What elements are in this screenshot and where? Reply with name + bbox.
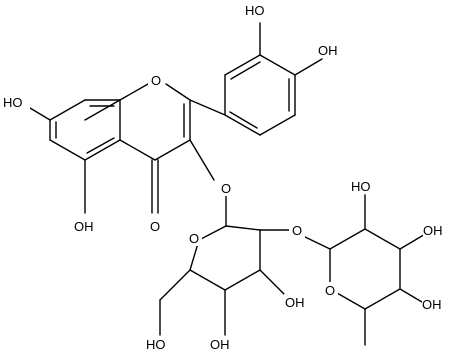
svg-text:O: O: [292, 223, 302, 238]
svg-text:O: O: [325, 283, 335, 298]
svg-text:OH: OH: [285, 295, 305, 310]
svg-text:OH: OH: [74, 219, 94, 234]
chromone-a-ring: [29, 99, 121, 214]
svg-text:OH: OH: [318, 43, 338, 58]
atom-o-rhamnose-ring: O: [322, 282, 338, 298]
rhamnose-ring: [329, 194, 428, 346]
atom-ho-rhamnose-top: HO: [351, 178, 379, 194]
atom-oh-rhamnose-right: OH: [423, 222, 451, 238]
svg-text:OH: OH: [210, 337, 230, 352]
svg-text:OH: OH: [422, 297, 442, 312]
atom-ho-glucose-6: HO: [146, 336, 174, 352]
atom-ho-7: HO: [2, 94, 30, 110]
glycosidic-link: [259, 229, 331, 250]
atom-o-link: O: [289, 222, 305, 238]
svg-text:O: O: [189, 231, 199, 246]
catechol-ring: [224, 22, 323, 136]
atom-o-3: O: [218, 180, 234, 196]
glucose-ring: [159, 194, 286, 336]
atom-oh-top-left: HO: [245, 2, 273, 18]
atom-oh-glucose-3: OH: [284, 294, 312, 310]
svg-text:OH: OH: [423, 223, 443, 238]
atom-o-glucose-ring: O: [186, 230, 202, 246]
svg-text:O: O: [150, 219, 160, 234]
atom-o-ring: O: [148, 72, 164, 88]
atom-oh-top-right: OH: [318, 42, 346, 58]
atom-oh-rhamnose-4: OH: [422, 296, 450, 312]
atom-oh-5: OH: [74, 218, 102, 234]
atom-oh-glucose-4: OH: [210, 336, 238, 352]
svg-text:HO: HO: [3, 95, 23, 110]
pyranone-c-ring: [119, 83, 226, 214]
svg-text:HO: HO: [245, 3, 265, 18]
svg-text:O: O: [151, 73, 161, 88]
svg-text:HO: HO: [351, 179, 371, 194]
svg-text:HO: HO: [146, 337, 166, 352]
svg-text:O: O: [221, 181, 231, 196]
atom-o-carbonyl: O: [147, 218, 163, 234]
